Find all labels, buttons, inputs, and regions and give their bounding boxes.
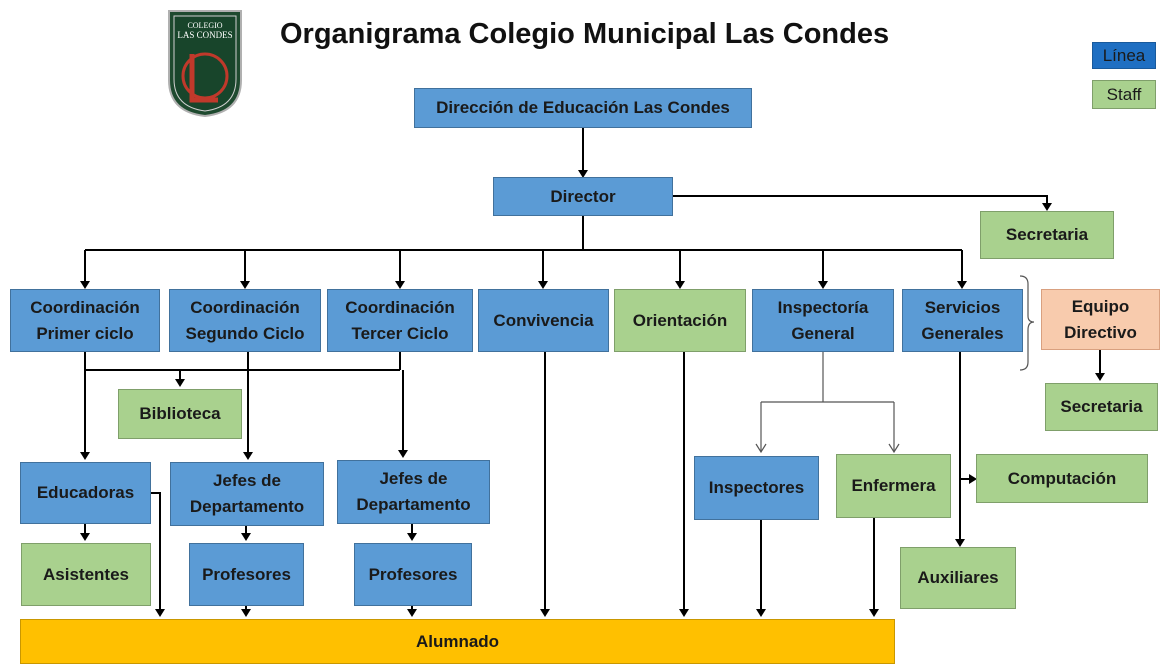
node-coord-primer: Coordinación Primer ciclo	[10, 289, 160, 352]
node-educadoras: Educadoras	[20, 462, 151, 524]
node-coord-segundo: Coordinación Segundo Ciclo	[169, 289, 321, 352]
node-direccion: Dirección de Educación Las Condes	[414, 88, 752, 128]
node-profesores-2: Profesores	[354, 543, 472, 606]
node-jefes-1: Jefes de Departamento	[170, 462, 324, 526]
legend-staff: Staff	[1092, 80, 1156, 109]
node-inspectoria: Inspectoría General	[752, 289, 894, 352]
node-jefes-2: Jefes de Departamento	[337, 460, 490, 524]
node-convivencia: Convivencia	[478, 289, 609, 352]
logo-line1: COLEGIO	[187, 21, 223, 30]
logo-line2: LAS CONDES	[177, 30, 233, 40]
node-director: Director	[493, 177, 673, 216]
page-title: Organigrama Colegio Municipal Las Condes	[280, 18, 890, 50]
node-secretaria-equipo: Secretaria	[1045, 383, 1158, 431]
legend-linea: Línea	[1092, 42, 1156, 69]
node-equipo-directivo: Equipo Directivo	[1041, 289, 1160, 350]
node-biblioteca: Biblioteca	[118, 389, 242, 439]
school-logo: COLEGIO LAS CONDES	[166, 8, 244, 118]
node-servicios: Servicios Generales	[902, 289, 1023, 352]
node-auxiliares: Auxiliares	[900, 547, 1016, 609]
node-asistentes: Asistentes	[21, 543, 151, 606]
node-inspectores: Inspectores	[694, 456, 819, 520]
node-secretaria-director: Secretaria	[980, 211, 1114, 259]
node-coord-tercer: Coordinación Tercer Ciclo	[327, 289, 473, 352]
node-alumnado: Alumnado	[20, 619, 895, 664]
node-profesores-1: Profesores	[189, 543, 304, 606]
node-enfermera: Enfermera	[836, 454, 951, 518]
shield-icon	[168, 10, 242, 118]
node-computacion: Computación	[976, 454, 1148, 503]
node-orientacion: Orientación	[614, 289, 746, 352]
